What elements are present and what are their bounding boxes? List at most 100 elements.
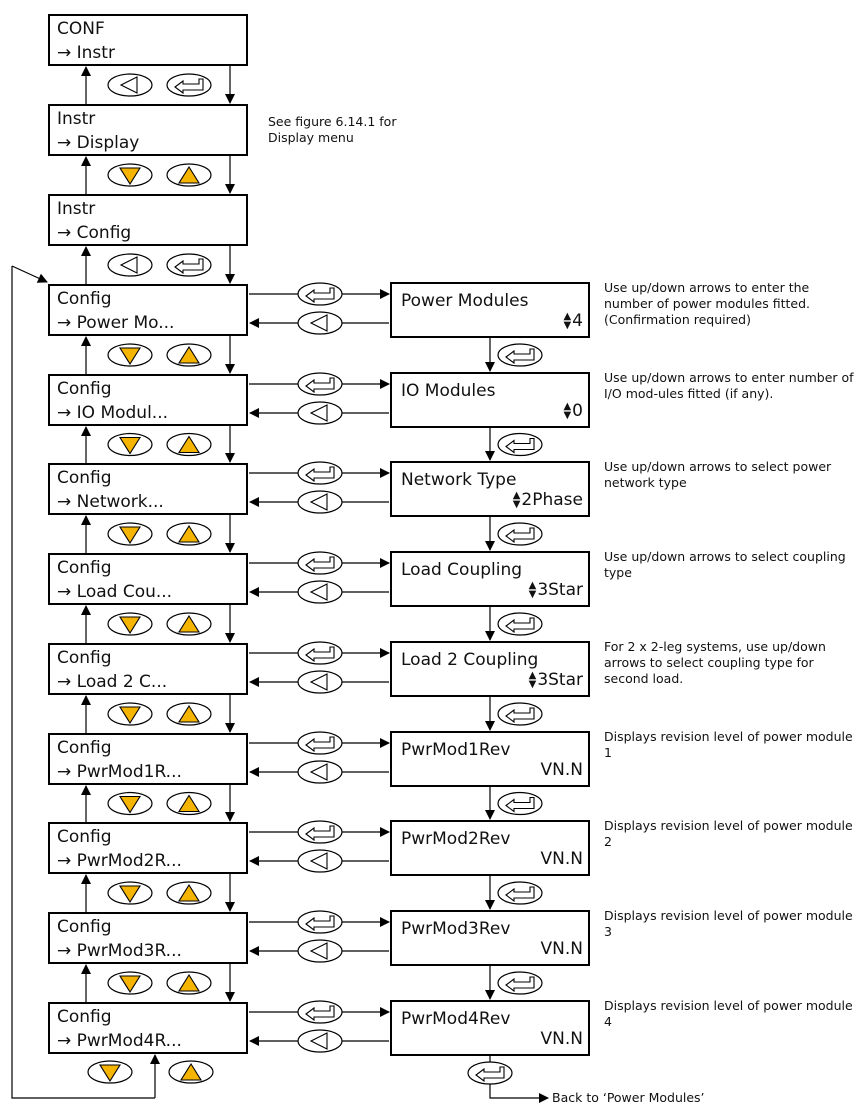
enter-key-icon[interactable]: [497, 612, 543, 636]
menu-selection: → Load 2 C...: [57, 672, 168, 692]
menu-heading: Config: [57, 738, 112, 758]
page-left-key-icon[interactable]: [297, 580, 343, 604]
parameter-value: VN.N: [540, 849, 583, 869]
up-key-icon[interactable]: [166, 881, 212, 905]
enter-key-icon[interactable]: [497, 971, 543, 995]
enter-key-icon[interactable]: [166, 253, 212, 277]
config-menu-box-5: Config → Load 2 C...: [48, 643, 248, 695]
parameter-box-5: Load 2 Coupling▲▼3Star: [390, 641, 590, 697]
parameter-name: IO Modules: [401, 381, 496, 401]
parameter-value: VN.N: [540, 1029, 583, 1049]
config-menu-box-6: Config→ PwrMod1R...: [48, 733, 248, 785]
page-left-key-icon[interactable]: [297, 670, 343, 694]
enter-key-icon[interactable]: [497, 522, 543, 546]
page-left-key-icon[interactable]: [107, 253, 153, 277]
menu-selection: → Display: [57, 133, 140, 153]
down-key-icon[interactable]: [107, 163, 153, 187]
page-left-key-icon[interactable]: [297, 939, 343, 963]
menu-selection: → PwrMod3R...: [57, 941, 182, 961]
parameter-box-1: Power Modules▲▼4: [390, 282, 590, 338]
menu-heading: Config: [57, 379, 112, 399]
enter-key-icon[interactable]: [297, 1000, 343, 1024]
up-key-icon[interactable]: [166, 791, 212, 816]
parameter-name: PwrMod1Rev: [401, 740, 511, 760]
menu-selection: → Load Cou...: [57, 582, 173, 602]
enter-key-icon[interactable]: [297, 282, 343, 306]
parameter-note-6: Displays revision level of power module …: [604, 729, 853, 760]
config-menu-box-8: Config→ PwrMod3R...: [48, 912, 248, 964]
parameter-name: PwrMod3Rev: [401, 919, 511, 939]
page-left-key-icon[interactable]: [297, 1029, 343, 1053]
enter-key-icon[interactable]: [297, 372, 343, 396]
page-left-key-icon[interactable]: [107, 73, 153, 97]
down-key-icon[interactable]: [107, 971, 153, 995]
enter-key-icon[interactable]: [297, 461, 343, 485]
down-key-icon[interactable]: [107, 791, 153, 816]
config-menu-box-9: Config → PwrMod4R...: [48, 1002, 248, 1054]
up-key-icon[interactable]: [166, 612, 212, 636]
enter-key-icon[interactable]: [297, 820, 343, 844]
menu-heading: Config: [57, 648, 112, 668]
updown-icon: ▲▼: [528, 580, 537, 600]
parameter-name: Load 2 Coupling: [401, 650, 539, 670]
page-left-key-icon[interactable]: [297, 490, 343, 514]
page-left-key-icon[interactable]: [297, 849, 343, 873]
up-key-icon[interactable]: [166, 702, 212, 726]
up-key-icon[interactable]: [166, 163, 212, 187]
up-key-icon[interactable]: [168, 1060, 214, 1084]
down-key-icon[interactable]: [107, 881, 153, 905]
menu-box-instr-1: Instr→ Display: [48, 104, 248, 156]
parameter-box-6: PwrMod1Rev▲▼VN.N: [390, 731, 590, 787]
parameter-name: Network Type: [401, 470, 517, 490]
parameter-note-3: Use up/down arrows to select power netwo…: [604, 459, 832, 490]
page-left-key-icon[interactable]: [297, 311, 343, 335]
config-menu-box-7: Config→ PwrMod2R...: [48, 822, 248, 874]
down-key-icon[interactable]: [107, 702, 153, 726]
enter-key-icon[interactable]: [497, 432, 543, 457]
enter-key-icon[interactable]: [297, 641, 343, 665]
menu-selection: → Instr: [57, 43, 115, 63]
parameter-value: 2Phase: [521, 490, 583, 510]
enter-key-icon[interactable]: [497, 702, 543, 726]
menu-selection: → Power Mo...: [57, 313, 175, 333]
parameter-value: 3Star: [537, 670, 583, 690]
parameter-box-2: IO Modules▲▼0: [390, 372, 590, 428]
menu-box-conf-0: CONF → Instr: [48, 14, 248, 66]
enter-key-icon[interactable]: [297, 551, 343, 575]
down-key-icon[interactable]: [107, 612, 153, 636]
menu-selection: → Network...: [57, 492, 164, 512]
down-key-icon[interactable]: [107, 343, 153, 367]
down-key-icon[interactable]: [87, 1060, 133, 1084]
enter-key-icon[interactable]: [497, 881, 543, 905]
back-to-power-modules-note: Back to ‘Power Modules’: [552, 1090, 705, 1105]
up-key-icon[interactable]: [166, 343, 212, 367]
menu-box-instr-2: Instr→ Config: [48, 194, 248, 246]
menu-heading: CONF: [57, 19, 105, 39]
updown-icon: ▲▼: [512, 490, 521, 510]
page-left-key-icon[interactable]: [297, 760, 343, 784]
parameter-name: PwrMod4Rev: [401, 1009, 511, 1029]
config-menu-box-4: Config → Load Cou...: [48, 553, 248, 605]
menu-selection: → PwrMod4R...: [57, 1031, 182, 1051]
enter-key-icon[interactable]: [497, 791, 543, 816]
parameter-name: Power Modules: [401, 291, 529, 311]
up-key-icon[interactable]: [166, 971, 212, 995]
enter-key-icon[interactable]: [497, 343, 543, 367]
down-key-icon[interactable]: [107, 432, 153, 457]
enter-key-icon[interactable]: [297, 910, 343, 934]
menu-heading: Config: [57, 1007, 112, 1027]
config-menu-box-3: Config→ Network...: [48, 463, 248, 515]
enter-key-icon[interactable]: [467, 1061, 513, 1085]
parameter-box-3: Network Type▲▼2Phase: [390, 461, 590, 517]
parameter-value: 0: [572, 401, 583, 421]
up-key-icon[interactable]: [166, 522, 212, 546]
enter-key-icon[interactable]: [297, 731, 343, 755]
loop-back-line: [11, 266, 155, 1099]
enter-key-icon[interactable]: [166, 73, 212, 97]
parameter-value: 4: [572, 311, 583, 331]
page-left-key-icon[interactable]: [297, 401, 343, 425]
menu-heading: Config: [57, 558, 112, 578]
down-key-icon[interactable]: [107, 522, 153, 546]
up-key-icon[interactable]: [166, 432, 212, 457]
